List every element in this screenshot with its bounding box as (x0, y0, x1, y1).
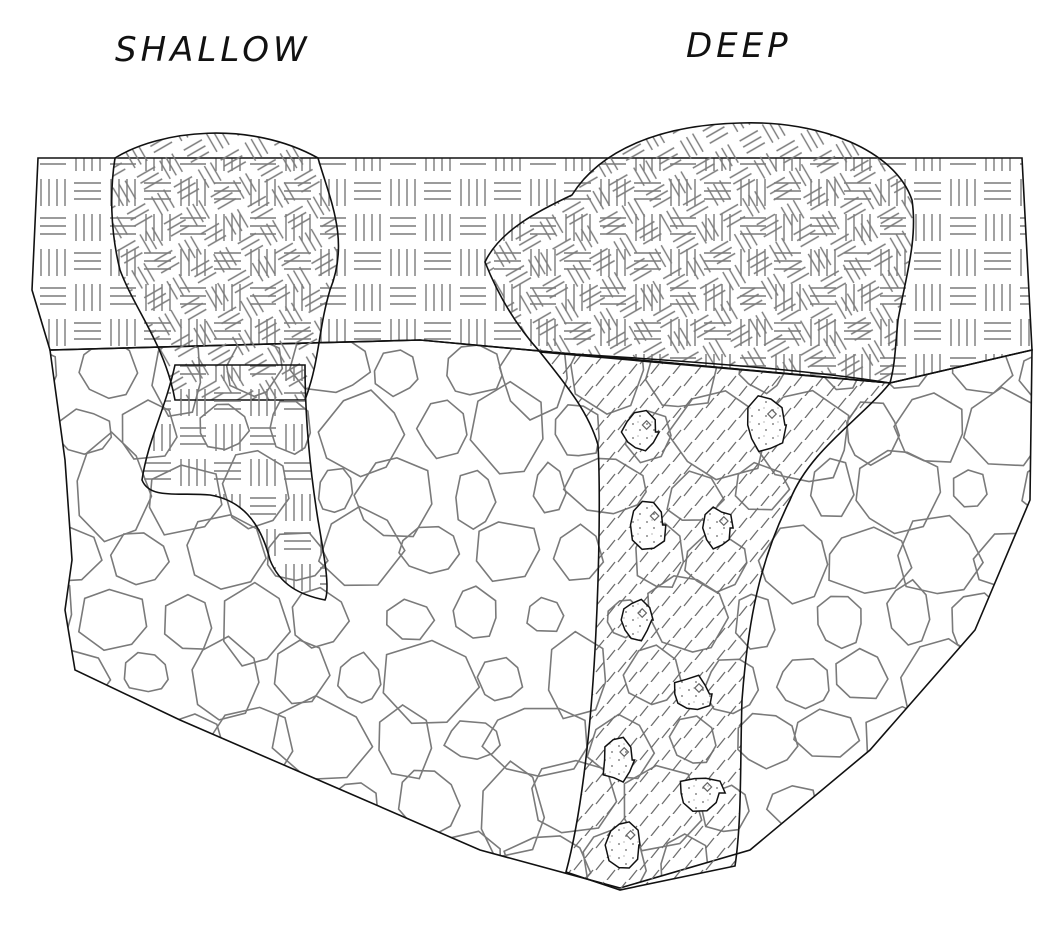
cobble-stone (399, 770, 461, 836)
label-shallow: SHALLOW (115, 30, 311, 70)
cobble-stone (75, 700, 151, 771)
deep-column (540, 352, 890, 890)
cobble-stone (275, 640, 330, 703)
cobble-stone (158, 714, 225, 775)
cobble-stone (1019, 353, 1038, 399)
cobble-stone (375, 350, 418, 396)
cobble-stone (111, 533, 169, 585)
cobble-stone (3, 835, 58, 888)
cobble-stone (976, 651, 1037, 703)
label-deep: DEEP (686, 26, 792, 66)
cobble-stone (205, 784, 241, 822)
cobble-stone (383, 641, 479, 724)
cobble-stone (79, 590, 147, 651)
cobble-stone (417, 400, 467, 458)
cobble-stone (1015, 586, 1038, 640)
cobble-stone (79, 342, 138, 399)
cobble-stone (45, 771, 98, 832)
cobble-stone (845, 774, 896, 833)
cobble-stone (856, 451, 940, 534)
cobble-stone (447, 345, 502, 395)
cobble-stone (319, 507, 405, 586)
cobble-stone (456, 471, 496, 530)
cobble-stone (901, 639, 983, 722)
cobble-stone (57, 409, 111, 454)
cobble-stone (482, 709, 587, 777)
cobble-stone (533, 462, 566, 512)
cobble-stone (35, 525, 102, 581)
cobble-stone (836, 649, 888, 699)
cobble-layer (3, 327, 1038, 906)
cobble-stone (963, 720, 994, 768)
cobble-stone (338, 652, 381, 703)
cobble-stone (359, 827, 439, 903)
cobble-stone (26, 722, 69, 771)
cobble-stone (224, 583, 290, 666)
cobble-stone (866, 707, 942, 793)
cobble-stone (77, 432, 151, 541)
cobble-stone (67, 828, 154, 906)
cobble-stone (818, 596, 862, 648)
shallow-stem (142, 365, 327, 600)
cobble-stone (1020, 833, 1038, 884)
cobble-stone (1013, 705, 1038, 772)
cobble-stone (218, 835, 281, 889)
cobble-stone (354, 458, 432, 537)
cobble-stone (444, 721, 500, 759)
cobble-stone (992, 788, 1038, 825)
cobble-stone (738, 714, 798, 769)
cobble-stone (527, 598, 564, 632)
cobble-stone (926, 778, 972, 832)
cobble-stone (876, 844, 938, 896)
cobble-stone (3, 460, 56, 520)
cobble-stone (767, 786, 818, 826)
cobble-stone (124, 653, 168, 692)
cobble-stone (794, 709, 860, 757)
cobble-stone (318, 390, 404, 477)
cobble-stone (319, 469, 353, 513)
cobble-stone (8, 567, 71, 658)
cobble-stone (554, 524, 604, 580)
cobble-stone (477, 658, 522, 701)
cobble-stone (477, 522, 540, 581)
cobble-stone (330, 783, 377, 833)
cobble-stone (387, 599, 435, 639)
cobble-stone (731, 847, 790, 896)
cobble-stone (109, 765, 191, 837)
cobble-stone (803, 840, 864, 891)
cobble-stone (453, 586, 496, 638)
cobble-stone (954, 470, 987, 507)
cobble-stone (148, 838, 206, 892)
cobble-stone (165, 595, 212, 650)
cobble-stone (948, 825, 1011, 892)
cobble-stone (777, 659, 829, 709)
cobble-stone (470, 382, 543, 474)
cobble-stone (964, 387, 1038, 465)
cobble-stone (811, 459, 854, 517)
shallow-cap (112, 133, 339, 400)
cobble-stone (259, 773, 308, 833)
cobble-stone (399, 527, 459, 574)
cobble-stone (442, 831, 500, 901)
cobble-stone (296, 845, 347, 883)
